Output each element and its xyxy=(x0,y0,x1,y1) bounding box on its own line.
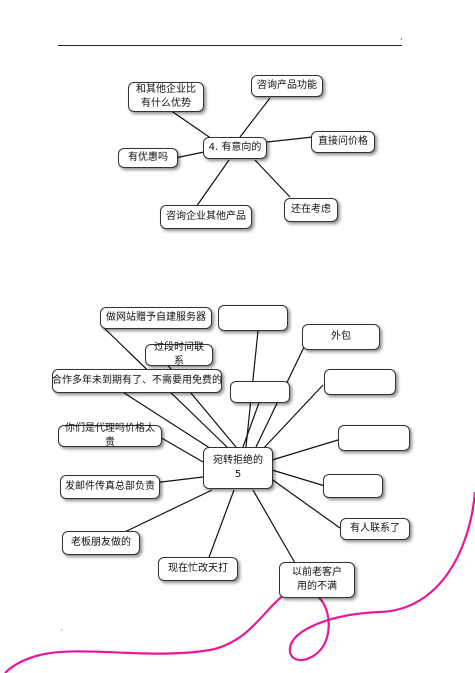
diagram2-node-empty-3 xyxy=(230,381,290,403)
diagram2-node-busy-now: 现在忙改天打 xyxy=(158,557,238,581)
diagram2-node-agent-price: 你们是代理吗价格太贵 xyxy=(58,423,162,448)
diagram1-node-other-products: 咨询企业其他产品 xyxy=(160,205,252,229)
diagram2-node-empty-1 xyxy=(218,305,288,331)
connector-line xyxy=(169,109,213,140)
diagram1-node-advantage: 和其他企业比 有什么优势 xyxy=(128,82,204,112)
diagram2-node-empty-4 xyxy=(338,425,410,451)
corner-mark: , xyxy=(400,32,403,41)
connector-line xyxy=(242,399,261,448)
diagram2-node-boss-friend: 老板朋友做的 xyxy=(62,531,140,555)
diagram2-node-contact-later: 过段时间联系 xyxy=(145,342,213,367)
diagram1-center-node: 4. 有意向的 xyxy=(203,137,267,159)
connector-line xyxy=(195,159,230,208)
connector-line xyxy=(271,469,326,487)
connector-line xyxy=(266,136,314,143)
connector-line xyxy=(261,384,324,451)
connector-line xyxy=(174,151,205,159)
pink-scribble xyxy=(4,491,475,673)
footer-mark: · xyxy=(60,626,63,635)
header-rule xyxy=(58,45,402,46)
connector-line xyxy=(269,477,341,529)
diagram2-node-long-contract: 合作多年未到期有了、不需要用免费的 xyxy=(52,369,222,393)
diagram1-node-considering: 还在考虑 xyxy=(284,198,338,222)
diagram2-node-empty-2 xyxy=(324,369,396,395)
diagram2-node-old-customer: 以前老客户 用的不满 xyxy=(279,562,355,598)
diagram2-node-free-server: 做网站赠予自建服务器 xyxy=(100,307,212,329)
connector-line xyxy=(239,97,271,138)
diagram2-center-node: 宛转拒绝的 5 xyxy=(203,447,273,489)
diagram1-node-ask-price: 直接问价格 xyxy=(311,131,375,153)
diagram1-node-product-function: 咨询产品功能 xyxy=(251,75,323,97)
connector-line xyxy=(254,159,291,198)
diagram2-node-outsourcing: 外包 xyxy=(302,324,380,350)
diagram2-node-contacted: 有人联系了 xyxy=(340,518,410,540)
connector-line xyxy=(252,489,296,564)
diagram1-node-discount: 有优惠吗 xyxy=(118,148,178,168)
diagram2-node-empty-5 xyxy=(323,474,383,498)
connector-line xyxy=(271,439,339,461)
diagram2-node-send-fax: 发邮件传真总部负责 xyxy=(60,475,160,499)
connector-line xyxy=(157,435,204,463)
connector-line xyxy=(207,489,235,561)
